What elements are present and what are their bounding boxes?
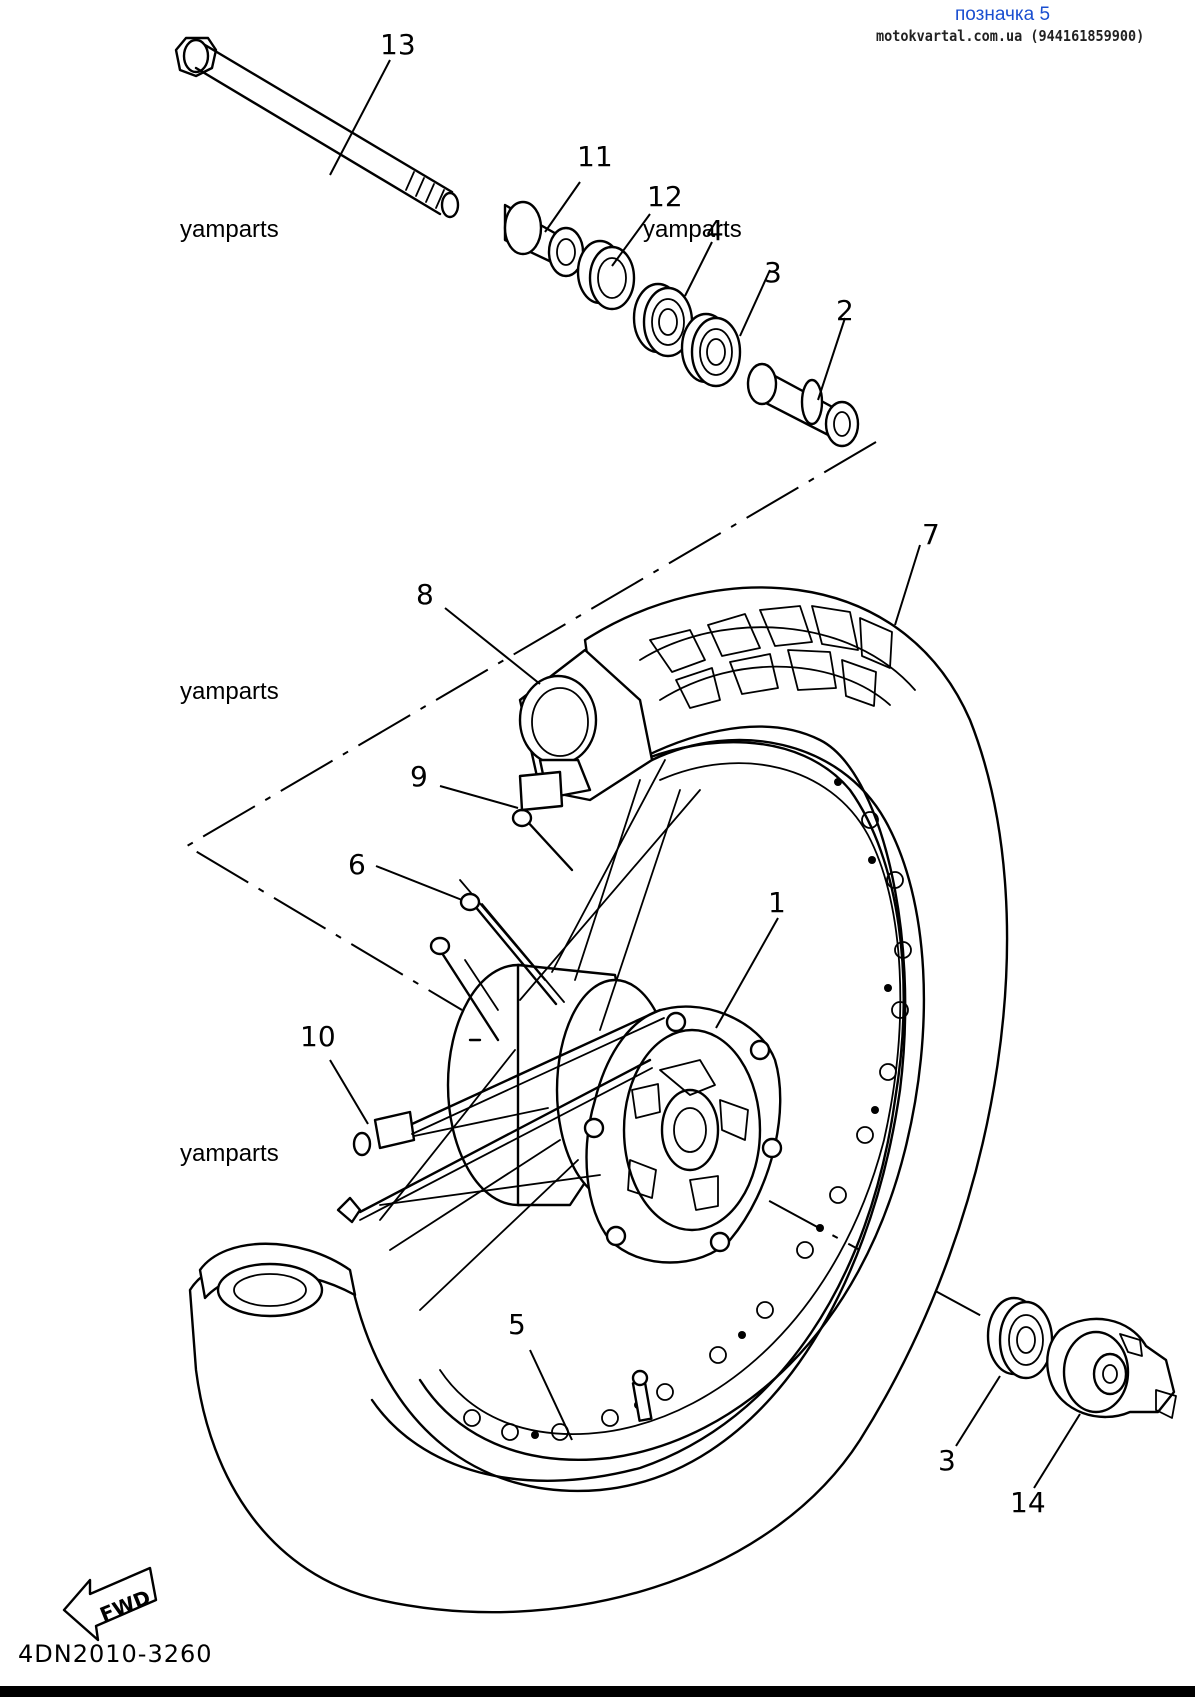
callout-9: 9 xyxy=(410,760,428,793)
callout-3: 3 xyxy=(764,256,782,289)
nipple-9-part xyxy=(518,758,592,812)
fwd-arrow-icon: FWD xyxy=(62,1566,158,1642)
bearing-3-lower-part xyxy=(986,1296,1054,1380)
rim-tape-part xyxy=(198,648,654,1318)
watermark: yamparts xyxy=(643,216,742,243)
spoke-set-10-part xyxy=(336,1008,665,1224)
drawing-code: 4DN2010-3260 xyxy=(18,1640,213,1668)
bottom-border xyxy=(0,1686,1195,1697)
oil-seal-part xyxy=(576,239,636,311)
header-site: motokvartal.com.ua (944161859900) xyxy=(876,27,1145,45)
bearing-3-upper-part xyxy=(680,312,742,388)
bearing-4-part xyxy=(632,282,694,358)
callout-6: 6 xyxy=(348,848,366,881)
callout-10: 10 xyxy=(300,1020,336,1053)
axle-part xyxy=(174,36,460,219)
watermark: yamparts xyxy=(180,1140,279,1167)
callout-11: 11 xyxy=(577,140,613,173)
hub-part xyxy=(379,759,783,1311)
callout-14: 14 xyxy=(1010,1486,1046,1519)
callout-2: 2 xyxy=(836,294,854,327)
callout-8: 8 xyxy=(416,578,434,611)
header-title: позначка 5 xyxy=(955,4,1051,25)
callout-5: 5 xyxy=(508,1308,526,1341)
spoke-set-6-part xyxy=(429,808,574,1042)
callout-12: 12 xyxy=(647,180,683,213)
callout-13: 13 xyxy=(380,28,416,61)
callout-1: 1 xyxy=(768,886,786,919)
watermark: yamparts xyxy=(180,216,279,243)
collar-part xyxy=(503,200,585,278)
callout-labels: 13 11 12 4 3 2 7 8 9 6 1 10 5 3 14 xyxy=(300,28,1046,1519)
rim-part xyxy=(418,738,926,1461)
leader-lines xyxy=(329,59,1081,1489)
callout-7: 7 xyxy=(922,518,940,551)
meter-clutch-part xyxy=(1046,1317,1177,1419)
callout-3-lower: 3 xyxy=(938,1444,956,1477)
watermark: yamparts xyxy=(180,678,279,705)
spacer-part xyxy=(746,362,860,448)
callout-4: 4 xyxy=(706,214,724,247)
